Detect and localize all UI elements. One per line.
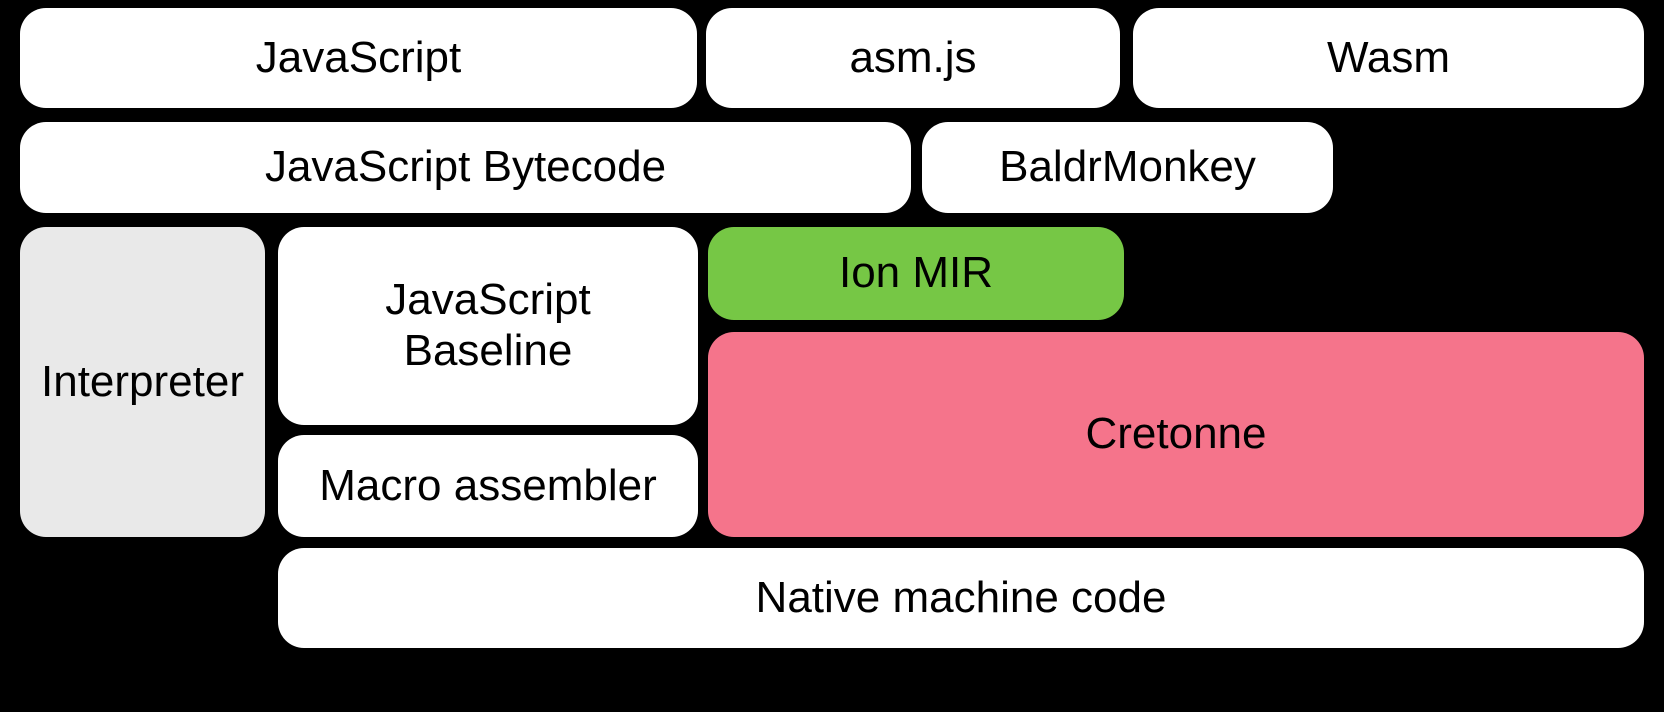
- box-javascript-bytecode: JavaScript Bytecode: [20, 122, 911, 213]
- box-baldrmonkey: BaldrMonkey: [922, 122, 1333, 213]
- box-cretonne: Cretonne: [708, 332, 1644, 537]
- box-interpreter: Interpreter: [20, 227, 265, 537]
- box-native-machine-code: Native machine code: [278, 548, 1644, 648]
- box-wasm: Wasm: [1133, 8, 1644, 108]
- box-javascript-baseline: JavaScript Baseline: [278, 227, 698, 425]
- box-macro-assembler: Macro assembler: [278, 435, 698, 537]
- box-asmjs: asm.js: [706, 8, 1120, 108]
- box-javascript: JavaScript: [20, 8, 697, 108]
- box-ion-mir: Ion MIR: [708, 227, 1124, 320]
